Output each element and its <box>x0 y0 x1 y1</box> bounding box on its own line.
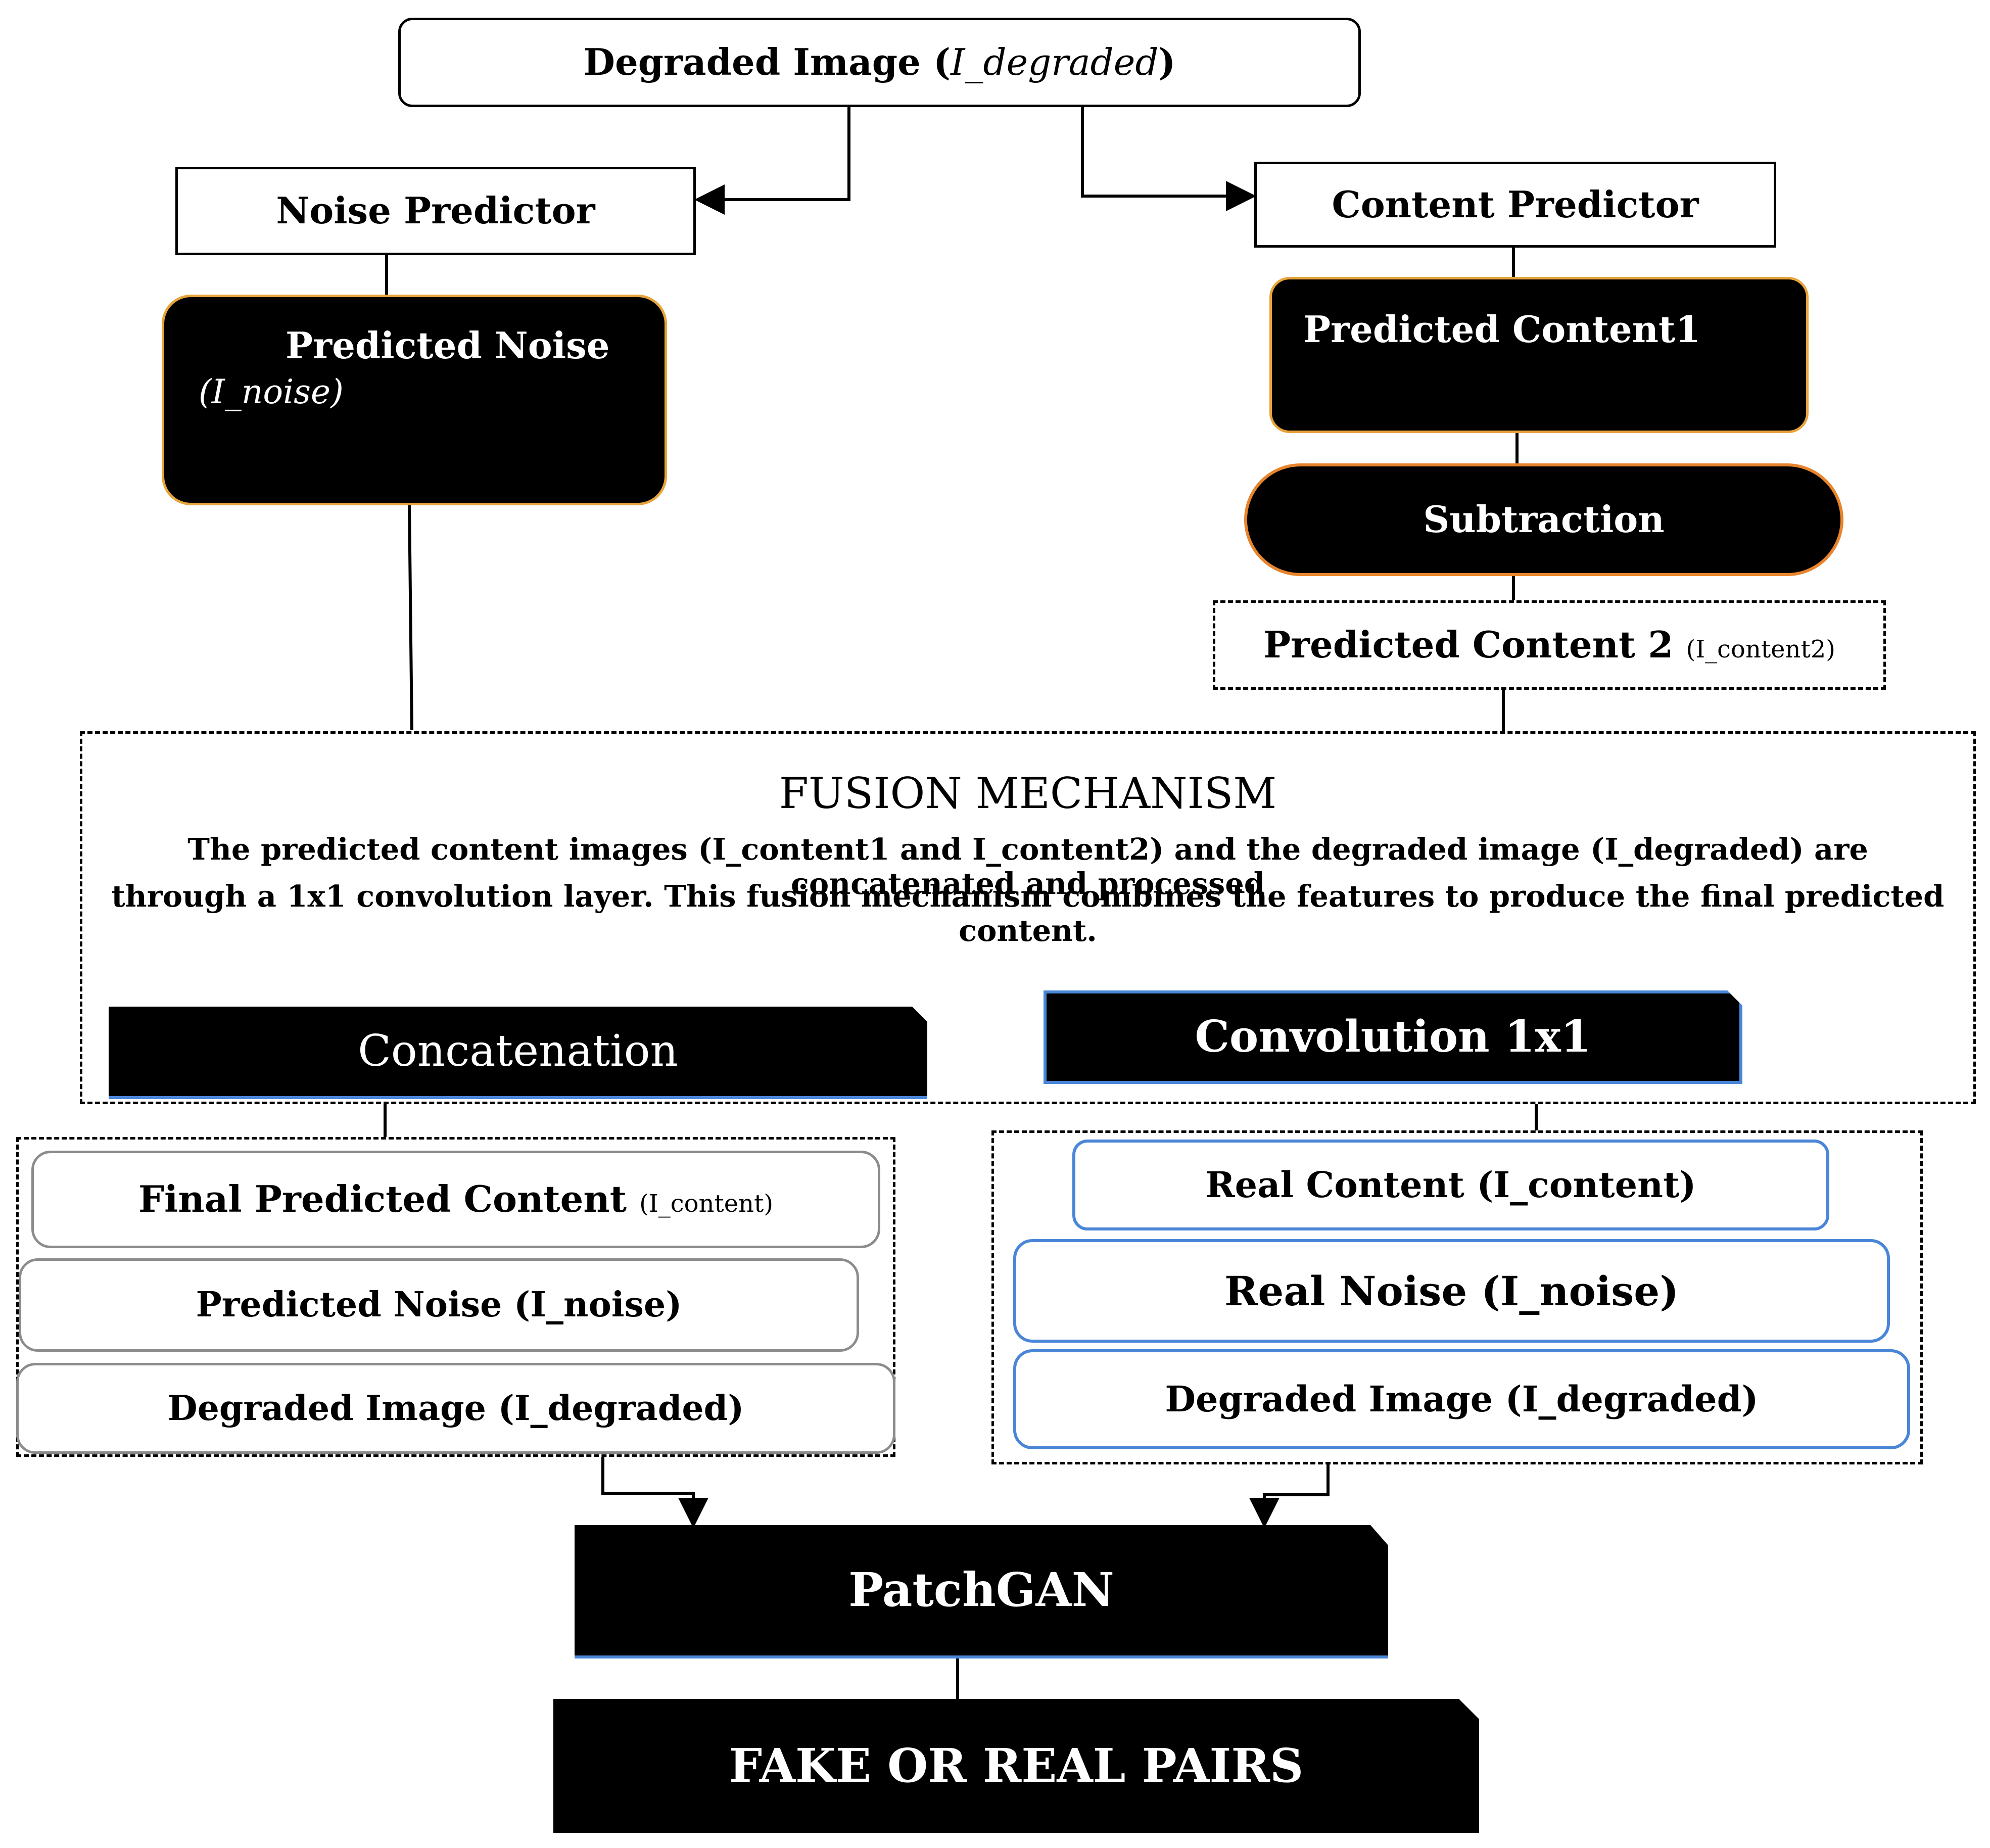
arrow-to-content-predictor <box>1081 107 1256 211</box>
predicted-noise-stack-label: Predicted Noise (I_noise) <box>196 1285 682 1325</box>
real-noise-box: Real Noise (I_noise) <box>1013 1239 1890 1343</box>
content-predictor-box: Content Predictor <box>1254 162 1776 248</box>
arrow-real-to-patchgan <box>1249 1464 1330 1528</box>
degraded-image-real-label: Degraded Image (I_degraded) <box>1165 1378 1759 1420</box>
arrow-fake-to-patchgan <box>601 1457 708 1528</box>
concatenation-label: Concatenation <box>358 1026 678 1077</box>
concatenation-block: Concatenation <box>109 1007 927 1099</box>
predicted-content2-box: Predicted Content 2 (I_content2) <box>1213 600 1886 690</box>
degraded-image-fake-label: Degraded Image (I_degraded) <box>167 1388 744 1429</box>
convolution-block: Convolution 1x1 <box>1044 990 1742 1084</box>
content-predictor-label: Content Predictor <box>1332 182 1699 226</box>
predicted-noise-var: (I_noise) <box>199 372 344 411</box>
noise-predictor-label: Noise Predictor <box>276 189 595 232</box>
link-predicted-noise-fusion <box>408 505 413 731</box>
predicted-content1-label: Predicted Content1 <box>1303 308 1701 351</box>
fusion-title: FUSION MECHANISM <box>779 769 1277 818</box>
convolution-label: Convolution 1x1 <box>1195 1011 1591 1063</box>
predicted-noise-stack-box: Predicted Noise (I_noise) <box>19 1258 859 1352</box>
fake-or-real-output-block: FAKE OR REAL PAIRS <box>553 1699 1479 1833</box>
predicted-noise-label: Predicted Noise <box>286 324 610 367</box>
predicted-noise-box: Predicted Noise (I_noise) <box>162 295 667 505</box>
subtraction-node: Subtraction <box>1244 463 1843 576</box>
predicted-content2-label: Predicted Content 2 (I_content2) <box>1263 623 1836 667</box>
final-predicted-content-label: Final Predicted Content (I_content) <box>138 1177 774 1221</box>
real-content-label: Real Content (I_content) <box>1205 1163 1696 1206</box>
fusion-description-line2: through a 1x1 convolution layer. This fu… <box>111 879 1945 948</box>
subtraction-label: Subtraction <box>1423 498 1665 541</box>
patchgan-block: PatchGAN <box>575 1525 1388 1659</box>
patchgan-label: PatchGAN <box>848 1562 1114 1618</box>
arrow-to-noise-predictor <box>694 107 850 215</box>
fusion-description-line1: The predicted content images (I_content1… <box>187 832 1868 901</box>
real-pair-stack <box>991 1130 1923 1464</box>
fake-pair-stack <box>16 1137 895 1457</box>
degraded-image-real-box: Degraded Image (I_degraded) <box>1013 1349 1910 1449</box>
degraded-image-box: Degraded Image (I_degraded) <box>398 18 1361 107</box>
noise-predictor-box: Noise Predictor <box>175 167 696 255</box>
degraded-image-label: Degraded Image (I_degraded) <box>583 40 1176 84</box>
real-noise-label: Real Noise (I_noise) <box>1224 1267 1679 1315</box>
final-predicted-content-box: Final Predicted Content (I_content) <box>31 1151 880 1248</box>
predicted-content1-box: Predicted Content1 <box>1269 277 1809 433</box>
degraded-image-fake-box: Degraded Image (I_degraded) <box>16 1363 895 1454</box>
fake-or-real-label: FAKE OR REAL PAIRS <box>729 1738 1304 1793</box>
real-content-box: Real Content (I_content) <box>1072 1140 1829 1230</box>
